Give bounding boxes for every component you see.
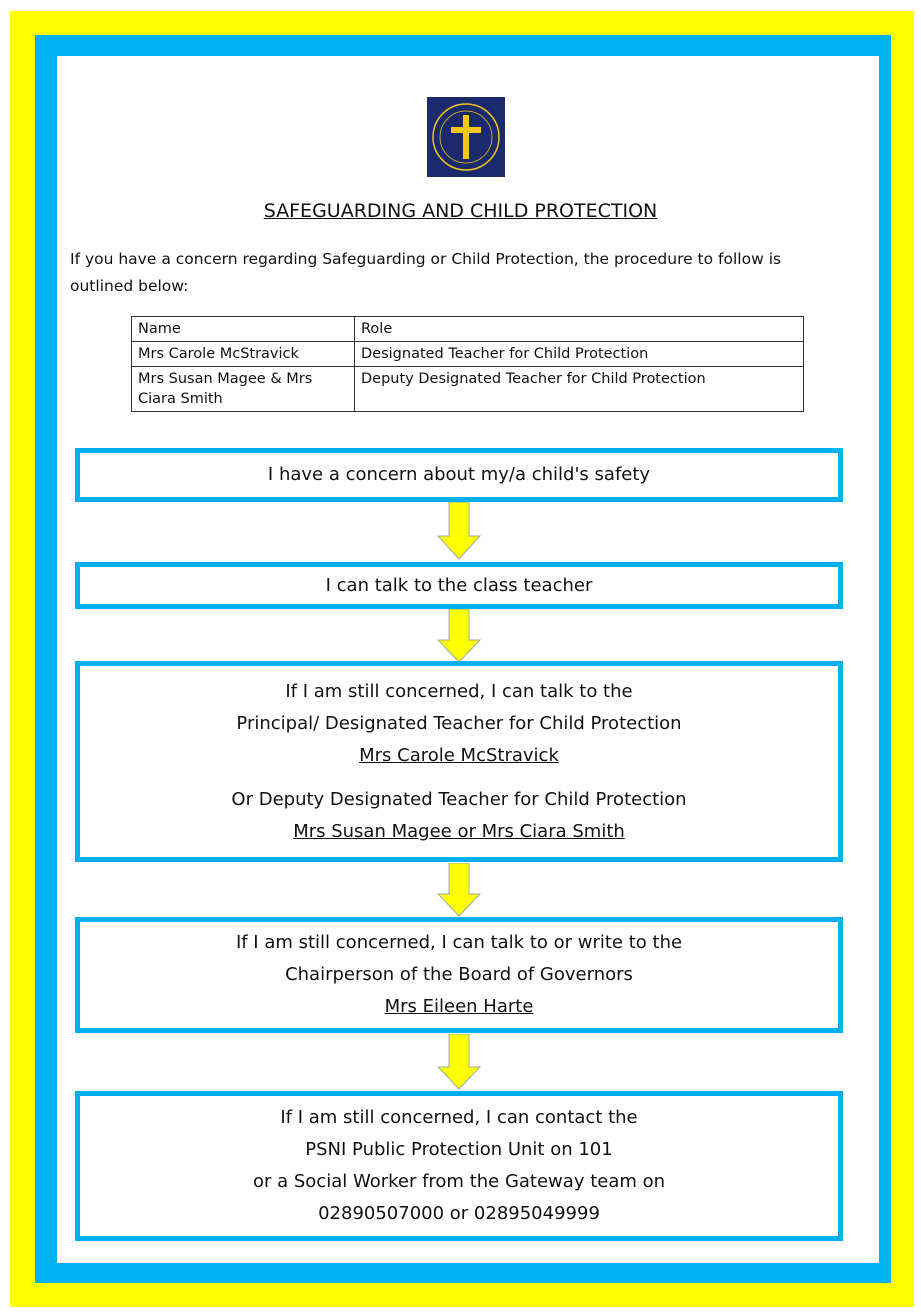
- step-4-box: If I am still concerned, I can talk to o…: [75, 917, 843, 1033]
- step-2-box: I can talk to the class teacher: [75, 562, 843, 609]
- down-arrow-icon: [437, 609, 481, 663]
- school-logo: [427, 97, 505, 177]
- step-text: If I am still concerned, I can talk to t…: [285, 680, 633, 702]
- cell-name: Mrs Carole McStravick: [131, 341, 355, 367]
- step-5-box: If I am still concerned, I can contact t…: [75, 1091, 843, 1241]
- step-text: Chairperson of the Board of Governors: [285, 964, 633, 985]
- down-arrow-icon: [437, 1034, 481, 1090]
- step-1-box: I have a concern about my/a child's safe…: [75, 448, 843, 502]
- down-arrow-icon: [437, 863, 481, 917]
- header-name: Name: [131, 316, 355, 342]
- cell-name: Mrs Susan Magee & Mrs Ciara Smith: [131, 366, 355, 412]
- step-text: PSNI Public Protection Unit on 101: [305, 1139, 613, 1160]
- step-3-box: If I am still concerned, I can talk to t…: [75, 661, 843, 862]
- step-text: or a Social Worker from the Gateway team…: [252, 1171, 666, 1192]
- step-text: Principal/ Designated Teacher for Child …: [236, 712, 682, 734]
- down-arrow-icon: [437, 502, 481, 560]
- cell-role: Deputy Designated Teacher for Child Prot…: [354, 366, 804, 412]
- step-text: If I am still concerned, I can talk to o…: [235, 932, 683, 953]
- deputy-teacher-names: Mrs Susan Magee or Mrs Ciara Smith: [293, 820, 625, 842]
- step-text: Or Deputy Designated Teacher for Child P…: [231, 788, 687, 810]
- step-text: If I am still concerned, I can contact t…: [280, 1107, 638, 1128]
- chairperson-name: Mrs Eileen Harte: [384, 996, 534, 1017]
- designated-teacher-name: Mrs Carole McStravick: [359, 744, 559, 766]
- step-text: I have a concern about my/a child's safe…: [267, 464, 651, 485]
- cell-role: Designated Teacher for Child Protection: [354, 341, 804, 367]
- intro-text: If you have a concern regarding Safeguar…: [70, 250, 782, 295]
- step-text: I can talk to the class teacher: [325, 574, 593, 596]
- phone-numbers: 02890507000 or 02895049999: [318, 1203, 600, 1224]
- page-title: SAFEGUARDING AND CHILD PROTECTION: [263, 200, 658, 222]
- header-role: Role: [354, 316, 804, 342]
